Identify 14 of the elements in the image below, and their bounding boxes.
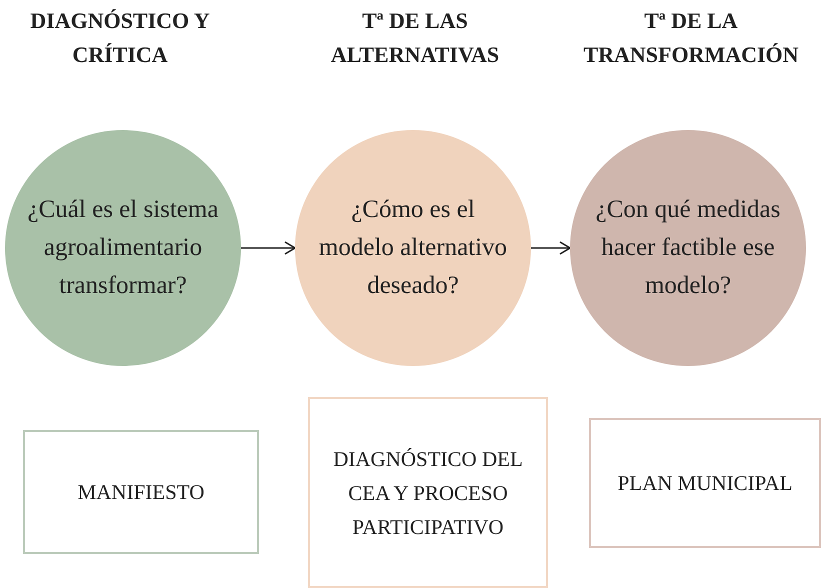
arrow [531,241,571,255]
node-text: ¿Con qué medidas hacer factible ese modelo? [594,195,782,301]
node-text: DIAGNÓSTICO DEL CEA Y PROCESO PARTICIPATIVO [332,446,524,540]
column-heading: DIAGNÓSTICO Y CRÍTICA [29,7,211,69]
node-text: ¿Cómo es el modelo alternativo deseado? [318,195,508,301]
column-heading: Tª DE LAS ALTERNATIVAS [330,7,500,69]
output-box [308,397,548,588]
node-text: PLAN MUNICIPAL [618,470,792,497]
arrow [241,241,296,255]
node-text: ¿Cuál es el sistema agroalimentario transformar? [26,195,220,301]
output-box [23,430,259,554]
node-text: MANIFIESTO [78,479,204,506]
column-heading: Tª DE LA TRANSFORMACIÓN [582,7,800,69]
output-box [589,418,821,548]
